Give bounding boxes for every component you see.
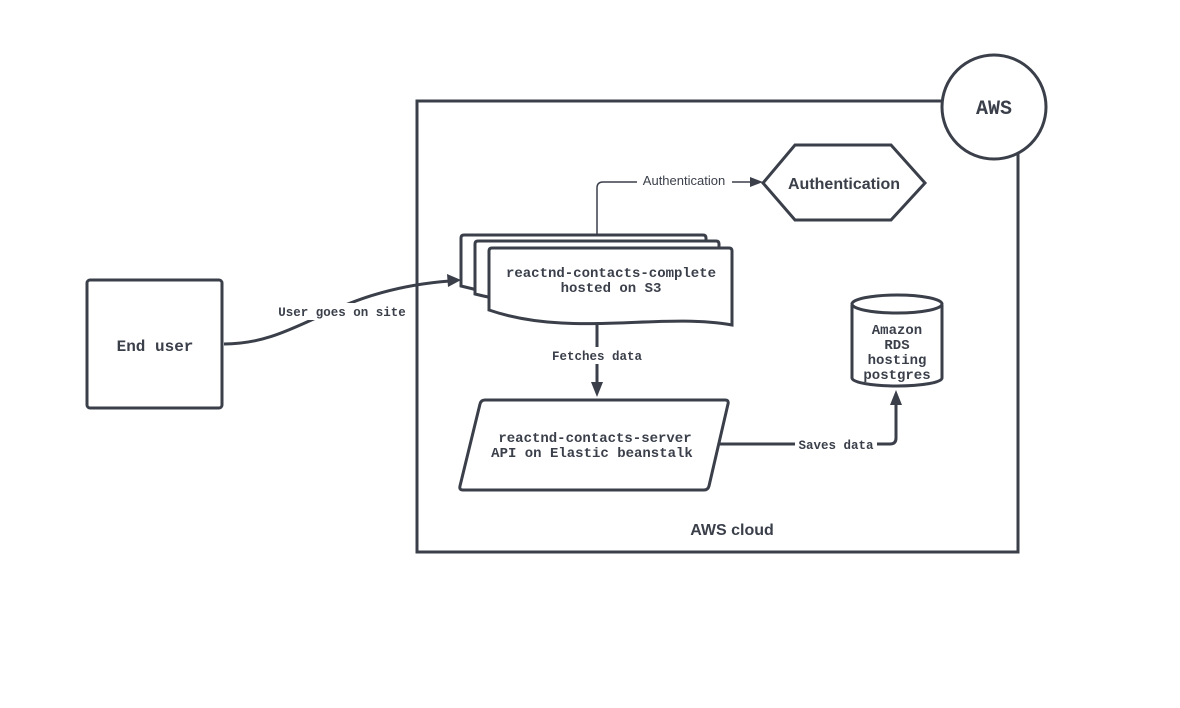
edge-site-to-auth (596, 181, 752, 235)
server-label-line1: reactnd-contacts-server (498, 431, 691, 447)
authentication-node (761, 143, 928, 222)
edge-site-to-server-label: Fetches data (552, 350, 643, 364)
edge-site-to-auth-label-bg (637, 172, 732, 188)
server-node (458, 398, 730, 492)
rds-label-line3: hosting (868, 353, 927, 369)
s3-app-label-line1: reactnd-contacts-complete (506, 266, 716, 282)
edge-server-to-rds-arrowhead (890, 390, 902, 405)
edge-user-to-site-label: User goes on site (278, 306, 406, 320)
authentication-label: Authentication (788, 176, 900, 193)
edge-site-to-auth-arrowhead (750, 177, 763, 187)
s3-doc-front (487, 246, 734, 327)
rds-cylinder-top (850, 293, 944, 315)
s3-app-label-line2: hosted on S3 (561, 281, 662, 297)
server-label-line2: API on Elastic beanstalk (491, 446, 693, 462)
edge-server-to-rds-label-bg (795, 436, 877, 453)
aws-cloud-label: AWS cloud (690, 522, 774, 539)
aws-badge (940, 53, 1048, 161)
rds-label-line4: postgres (863, 368, 930, 384)
rds-cylinder-body (850, 305, 944, 388)
s3-app-node: reactnd-contacts-complete hosted on S3 (459, 233, 734, 327)
edge-site-to-server-label-bg (545, 347, 649, 364)
edge-user-to-site-arrowhead (447, 274, 461, 287)
edge-server-to-rds-label: Saves data (798, 439, 874, 453)
end-user-node (85, 278, 224, 410)
end-user-label: End user (117, 338, 194, 356)
edge-user-to-site-label-bg (272, 303, 412, 320)
edge-site-to-auth-label: Authentication (643, 173, 725, 188)
rds-label-line2: RDS (884, 338, 909, 354)
edge-server-to-rds (718, 403, 898, 446)
rds-label-line1: Amazon (872, 323, 922, 339)
aws-badge-label: AWS (976, 98, 1012, 121)
edge-site-to-server-arrowhead (591, 382, 603, 397)
rds-node: Amazon RDS hosting postgres (850, 293, 944, 388)
